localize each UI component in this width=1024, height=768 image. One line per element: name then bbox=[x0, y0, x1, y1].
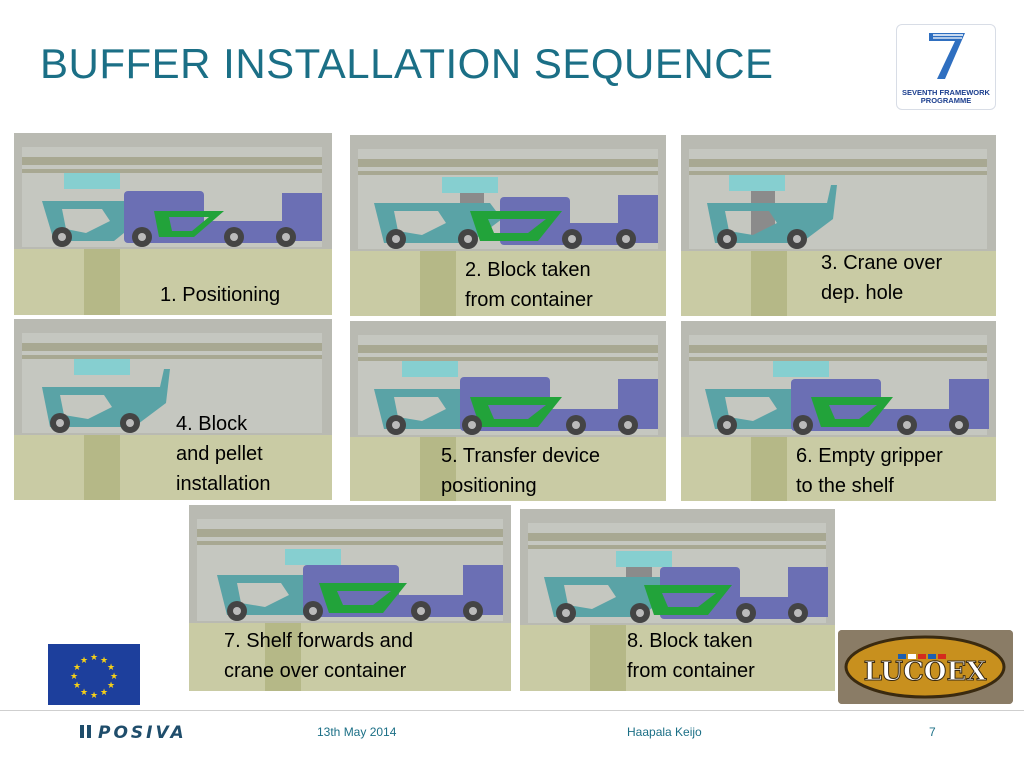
step-2-caption: 2. Block taken from container bbox=[465, 255, 593, 315]
step-4-image bbox=[14, 319, 332, 500]
posiva-text: POSIVA bbox=[98, 723, 187, 743]
svg-text:★: ★ bbox=[73, 681, 81, 691]
posiva-logo: POSIVA bbox=[78, 721, 216, 748]
caption-line: 2. Block taken bbox=[465, 259, 591, 281]
svg-text:★: ★ bbox=[80, 656, 88, 666]
lucoex-emblem-icon: LUCOEX bbox=[838, 630, 1013, 704]
step-panel-4: 4. Block and pellet installation bbox=[14, 319, 332, 500]
caption-line: 4. Block bbox=[176, 413, 248, 435]
fp7-line1: SEVENTH FRAMEWORK bbox=[902, 88, 990, 97]
step-4-caption: 4. Block and pellet installation bbox=[176, 409, 271, 499]
caption-line: installation bbox=[176, 473, 271, 495]
step-5-image bbox=[350, 321, 666, 501]
eu-flag-logo: ★ ★ ★ ★ ★ ★ ★ ★ ★ ★ ★ ★ bbox=[48, 644, 140, 705]
caption-line: from container bbox=[465, 289, 593, 311]
step-panel-3: 3. Crane over dep. hole bbox=[681, 135, 996, 316]
caption-line: positioning bbox=[441, 475, 537, 497]
svg-text:★: ★ bbox=[110, 672, 118, 682]
lucoex-logo: LUCOEX bbox=[838, 630, 1013, 704]
svg-text:★: ★ bbox=[90, 691, 98, 701]
step-5-caption: 5. Transfer device positioning bbox=[441, 441, 600, 501]
caption-line: dep. hole bbox=[821, 282, 904, 304]
caption-line: and pellet bbox=[176, 443, 263, 465]
step-panel-6: 6. Empty gripper to the shelf bbox=[681, 321, 996, 501]
slide-title: BUFFER INSTALLATION SEQUENCE bbox=[40, 40, 774, 87]
caption-line: crane over container bbox=[224, 660, 407, 682]
footer-date: 13th May 2014 bbox=[317, 725, 397, 739]
step-2-image bbox=[350, 135, 666, 316]
posiva-logo-icon: POSIVA bbox=[80, 723, 187, 743]
footer-author: Haapala Keijo bbox=[627, 725, 702, 739]
svg-text:★: ★ bbox=[90, 653, 98, 663]
svg-text:★: ★ bbox=[107, 663, 115, 673]
caption-line: 5. Transfer device bbox=[441, 445, 600, 467]
caption-line: 1. Positioning bbox=[160, 284, 281, 306]
step-3-caption: 3. Crane over dep. hole bbox=[821, 248, 942, 308]
caption-line: 8. Block taken bbox=[627, 630, 753, 652]
caption-line: 7. Shelf forwards and bbox=[224, 630, 413, 652]
caption-line: 6. Empty gripper bbox=[796, 445, 943, 467]
step-8-image bbox=[520, 509, 835, 691]
step-panel-8: 8. Block taken from container bbox=[520, 509, 835, 691]
step-6-caption: 6. Empty gripper to the shelf bbox=[796, 441, 943, 501]
step-panel-5: 5. Transfer device positioning bbox=[350, 321, 666, 501]
seven-icon bbox=[929, 33, 965, 79]
caption-line: 3. Crane over bbox=[821, 252, 943, 274]
step-1-caption: 1. Positioning bbox=[160, 280, 280, 310]
svg-text:★: ★ bbox=[100, 688, 108, 698]
step-7-image bbox=[189, 505, 511, 691]
step-panel-2: 2. Block taken from container bbox=[350, 135, 666, 316]
step-6-image bbox=[681, 321, 996, 501]
step-8-caption: 8. Block taken from container bbox=[627, 626, 755, 686]
step-7-caption: 7. Shelf forwards and crane over contain… bbox=[224, 626, 413, 686]
step-1-image bbox=[14, 133, 332, 315]
fp7-line2: PROGRAMME bbox=[920, 96, 972, 105]
eu-stars-icon: ★ ★ ★ ★ ★ ★ ★ ★ ★ ★ ★ ★ bbox=[70, 653, 118, 701]
svg-text:★: ★ bbox=[70, 672, 78, 682]
footer-page-number: 7 bbox=[929, 725, 936, 739]
svg-text:★: ★ bbox=[73, 663, 81, 673]
caption-line: from container bbox=[627, 660, 755, 682]
svg-text:★: ★ bbox=[100, 656, 108, 666]
step-3-image bbox=[681, 135, 996, 316]
footer-divider bbox=[0, 710, 1024, 711]
step-panel-7: 7. Shelf forwards and crane over contain… bbox=[189, 505, 511, 691]
svg-text:★: ★ bbox=[80, 688, 88, 698]
lucoex-text: LUCOEX bbox=[864, 657, 988, 687]
step-panel-1: 1. Positioning bbox=[14, 133, 332, 315]
caption-line: to the shelf bbox=[796, 475, 894, 497]
fp7-logo: SEVENTH FRAMEWORK PROGRAMME bbox=[896, 24, 996, 110]
svg-text:★: ★ bbox=[107, 681, 115, 691]
